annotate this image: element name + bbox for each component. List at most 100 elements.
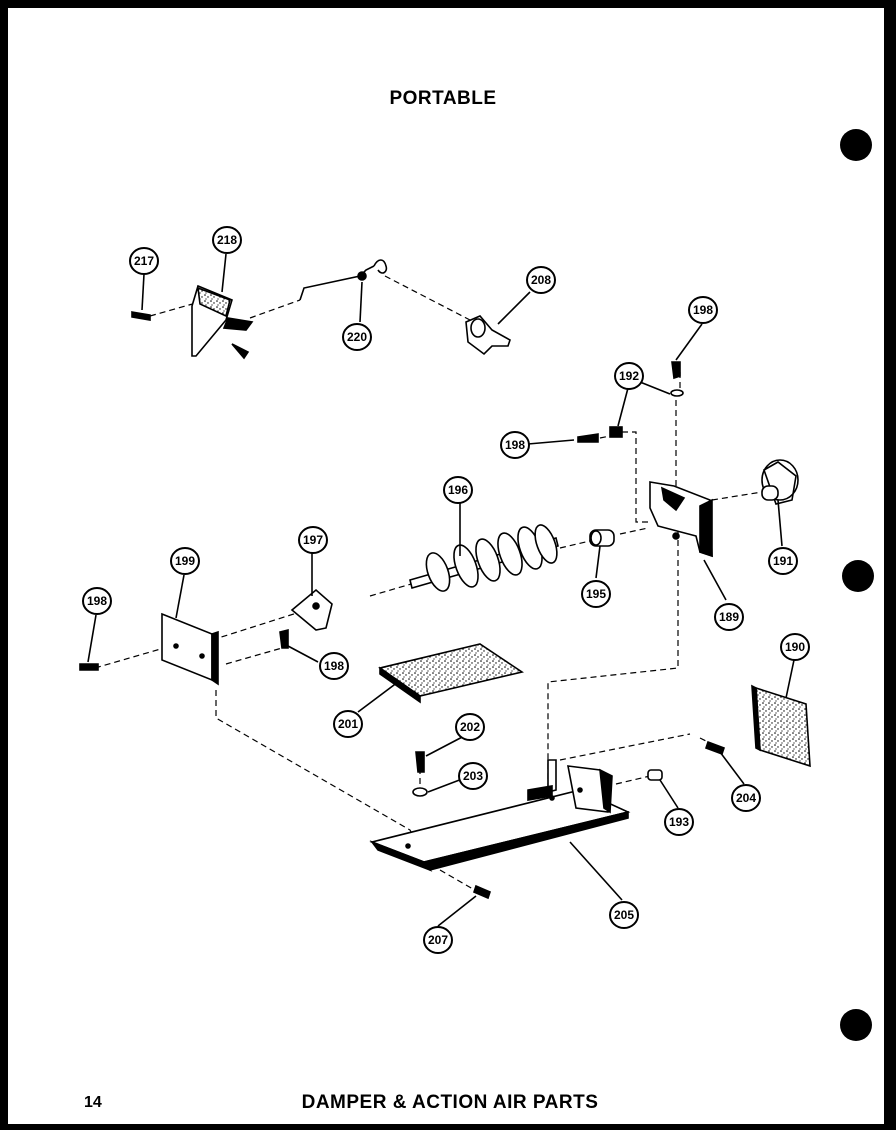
- callout-number: 193: [669, 815, 689, 829]
- callout-198a: 198: [688, 296, 718, 324]
- assembly-lines: [94, 275, 763, 893]
- callout-number: 208: [531, 273, 551, 287]
- callout-204: 204: [731, 784, 761, 812]
- part-208-shaft: [465, 315, 511, 356]
- callout-number: 217: [134, 254, 154, 268]
- callout-192: 192: [614, 362, 644, 390]
- callout-circle: [82, 587, 112, 615]
- part-198-screw-top: [670, 361, 684, 397]
- callout-circle: [581, 580, 611, 608]
- callout-circle: [129, 247, 159, 275]
- callout-circle: [443, 476, 473, 504]
- callout-198d: 198: [319, 652, 349, 680]
- callout-number: 220: [347, 330, 367, 344]
- part-201-filter-pad: [378, 643, 524, 704]
- part-193-nut: [647, 769, 663, 781]
- part-207-screw: [473, 884, 491, 900]
- callout-circle: [333, 710, 363, 738]
- callout-number: 195: [586, 587, 606, 601]
- page-title: PORTABLE: [389, 88, 497, 109]
- callout-196: 196: [443, 476, 473, 504]
- part-191-motor: [761, 459, 799, 505]
- callout-201: 201: [333, 710, 363, 738]
- part-204-screw: [704, 740, 726, 756]
- callout-217: 217: [129, 247, 159, 275]
- page-number: 14: [84, 1094, 102, 1111]
- callout-circle: [500, 431, 530, 459]
- callout-number: 204: [736, 791, 756, 805]
- callout-circle: [614, 362, 644, 390]
- part-202-screw: [415, 751, 425, 773]
- callout-number: 192: [619, 369, 639, 383]
- callout-circle: [342, 323, 372, 351]
- callout-number: 197: [303, 533, 323, 547]
- part-195-bushing: [589, 529, 615, 547]
- callout-number: 205: [614, 908, 634, 922]
- part-189-bracket: [649, 481, 713, 558]
- part-198-screw-mid: [577, 433, 599, 443]
- callout-number: 202: [460, 720, 480, 734]
- part-199-plate: [161, 612, 219, 686]
- callout-circle: [212, 226, 242, 254]
- callout-207: 207: [423, 926, 453, 954]
- callout-circle: [319, 652, 349, 680]
- callout-203: 203: [458, 762, 488, 790]
- leader-lines: [87, 253, 795, 927]
- callout-218: 218: [212, 226, 242, 254]
- callout-circle: [664, 808, 694, 836]
- part-192-nut: [609, 426, 623, 438]
- part-linkage-rod: [299, 259, 388, 301]
- callout-circle: [298, 526, 328, 554]
- binder-hole-bottom: [840, 1009, 872, 1041]
- callout-193: 193: [664, 808, 694, 836]
- callout-labels: 217 218 220 208 198 192 198 196 197 199 198 198 195 1…: [82, 226, 810, 954]
- callout-circle: [526, 266, 556, 294]
- callout-circle: [768, 547, 798, 575]
- binder-hole-top: [840, 129, 872, 161]
- callout-number: 199: [175, 554, 195, 568]
- callout-circle: [455, 713, 485, 741]
- callout-number: 198: [505, 438, 525, 452]
- callout-number: 203: [463, 769, 483, 783]
- callout-number: 198: [693, 303, 713, 317]
- callout-circle: [609, 901, 639, 929]
- part-217-screw: [131, 311, 151, 321]
- callout-circle: [458, 762, 488, 790]
- callout-202: 202: [455, 713, 485, 741]
- part-205-base-plate: [369, 759, 631, 872]
- callout-195: 195: [581, 580, 611, 608]
- parts: [79, 259, 811, 900]
- part-198-screw-center: [279, 628, 289, 649]
- callout-number: 196: [448, 483, 468, 497]
- callout-191: 191: [768, 547, 798, 575]
- callout-number: 198: [324, 659, 344, 673]
- callout-circle: [423, 926, 453, 954]
- binder-hole-middle: [842, 560, 874, 592]
- callout-198c: 198: [82, 587, 112, 615]
- callout-208: 208: [526, 266, 556, 294]
- callout-220: 220: [342, 323, 372, 351]
- part-190-filter: [751, 684, 811, 768]
- callout-number: 190: [785, 640, 805, 654]
- diagram-caption: DAMPER & ACTION AIR PARTS: [301, 1092, 599, 1113]
- callout-199: 199: [170, 547, 200, 575]
- callout-circle: [170, 547, 200, 575]
- callout-198b: 198: [500, 431, 530, 459]
- callout-number: 207: [428, 933, 448, 947]
- callout-number: 218: [217, 233, 237, 247]
- callout-circle: [731, 784, 761, 812]
- callout-circle: [688, 296, 718, 324]
- callout-number: 189: [719, 610, 739, 624]
- callout-197: 197: [298, 526, 328, 554]
- callout-circle: [714, 603, 744, 631]
- part-218-bracket: [191, 284, 254, 360]
- callout-205: 205: [609, 901, 639, 929]
- callout-circle: [780, 633, 810, 661]
- callout-number: 198: [87, 594, 107, 608]
- callout-189: 189: [714, 603, 744, 631]
- part-203-washer: [412, 787, 428, 797]
- part-198-screw-left: [79, 663, 99, 671]
- callout-number: 201: [338, 717, 358, 731]
